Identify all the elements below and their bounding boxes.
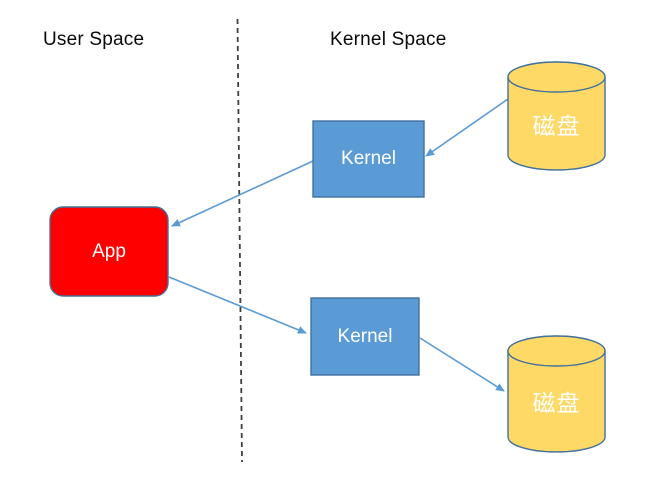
- arrow-kernel-bottom-to-disk-bottom: [419, 337, 505, 392]
- kernel-bottom-box: [310, 297, 420, 376]
- kernel-top-box: [312, 120, 425, 198]
- kernel-space-label: Kernel Space: [330, 29, 447, 50]
- arrow-disk-top-to-kernel-top: [425, 98, 509, 157]
- app-box: [49, 206, 169, 297]
- disk-top-cylinder-top: [507, 61, 606, 93]
- space-divider-dashed-line: [236, 18, 243, 463]
- arrow-kernel-top-to-app: [171, 160, 314, 227]
- disk-bottom-cylinder-top: [507, 335, 606, 367]
- disk-bottom-node: [507, 335, 606, 453]
- arrow-app-to-kernel-bottom: [168, 276, 307, 334]
- disk-top-node: [507, 61, 606, 171]
- user-space-label: User Space: [43, 29, 145, 50]
